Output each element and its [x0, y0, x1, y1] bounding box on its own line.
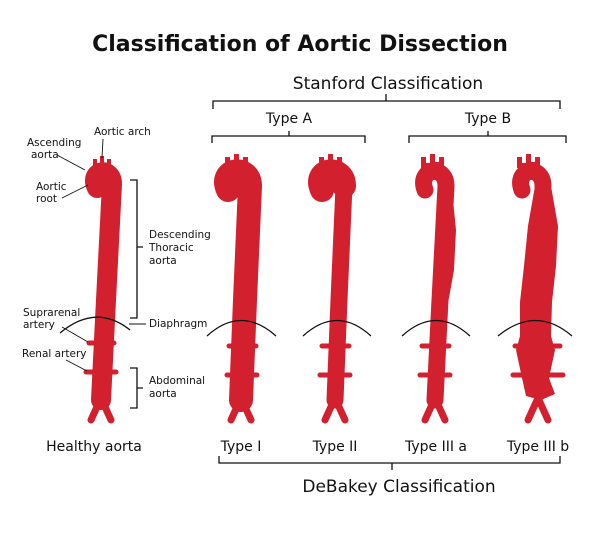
- diaphragm-line-type-i: [206, 319, 277, 337]
- leader-renal: [65, 359, 88, 372]
- healthy-aorta-label: Healthy aorta: [46, 439, 142, 455]
- label-descending-2: Thoracic: [148, 242, 194, 254]
- type-a-bracket: [211, 131, 366, 143]
- label-diaphragm: Diaphragm: [149, 318, 207, 330]
- label-ascending-1: Ascending: [27, 137, 81, 149]
- label-descending-1: Descending: [149, 229, 211, 241]
- type-b-bracket: [408, 131, 567, 143]
- debakey-bracket: [218, 456, 561, 470]
- label-aortic-arch: Aortic arch: [94, 126, 151, 138]
- leader-ascending: [56, 154, 86, 171]
- diaphragm-line-type-iii-a: [401, 319, 471, 337]
- label-abdominal-2: aorta: [149, 388, 177, 400]
- debakey-heading: DeBakey Classification: [302, 477, 495, 497]
- diagram-title: Classification of Aortic Dissection: [92, 32, 508, 57]
- debakey-type-ii: Type II: [312, 439, 358, 455]
- label-root-2: root: [36, 193, 57, 205]
- diaphragm-line-healthy: [59, 316, 131, 334]
- label-ascending-2: aorta: [31, 149, 59, 161]
- stanford-heading: Stanford Classification: [293, 74, 483, 94]
- leader-suprarenal: [61, 326, 89, 343]
- aorta-type-ii: [308, 154, 356, 424]
- leader-aortic-arch: [101, 138, 104, 159]
- debakey-type-i: Type I: [220, 439, 262, 455]
- aorta-type-i: [214, 154, 262, 424]
- label-abdominal-1: Abdominal: [149, 375, 205, 387]
- stanford-type-a: Type A: [265, 111, 313, 127]
- label-suprarenal-1: Suprarenal: [23, 307, 80, 319]
- descending-bracket: [130, 179, 143, 319]
- debakey-type-iii-a: Type III a: [404, 439, 467, 455]
- anatomy-labels: Aortic arch Ascending aorta Aortic root …: [22, 126, 211, 409]
- leader-root: [61, 184, 89, 199]
- aorta-type-iii-b: [510, 154, 566, 424]
- debakey-type-iii-b: Type III b: [506, 439, 569, 455]
- stanford-bracket: [212, 94, 561, 109]
- abdominal-bracket: [130, 367, 143, 409]
- label-suprarenal-2: artery: [23, 319, 55, 331]
- diaphragm-line-type-iii-b: [497, 319, 573, 337]
- label-renal: Renal artery: [22, 348, 87, 360]
- diaphragm-line-type-ii: [302, 319, 372, 337]
- aorta-type-iii-a: [415, 154, 456, 424]
- label-root-1: Aortic: [36, 181, 67, 193]
- stanford-type-b: Type B: [464, 111, 511, 127]
- label-descending-3: aorta: [149, 255, 177, 267]
- healthy-aorta: [83, 156, 122, 424]
